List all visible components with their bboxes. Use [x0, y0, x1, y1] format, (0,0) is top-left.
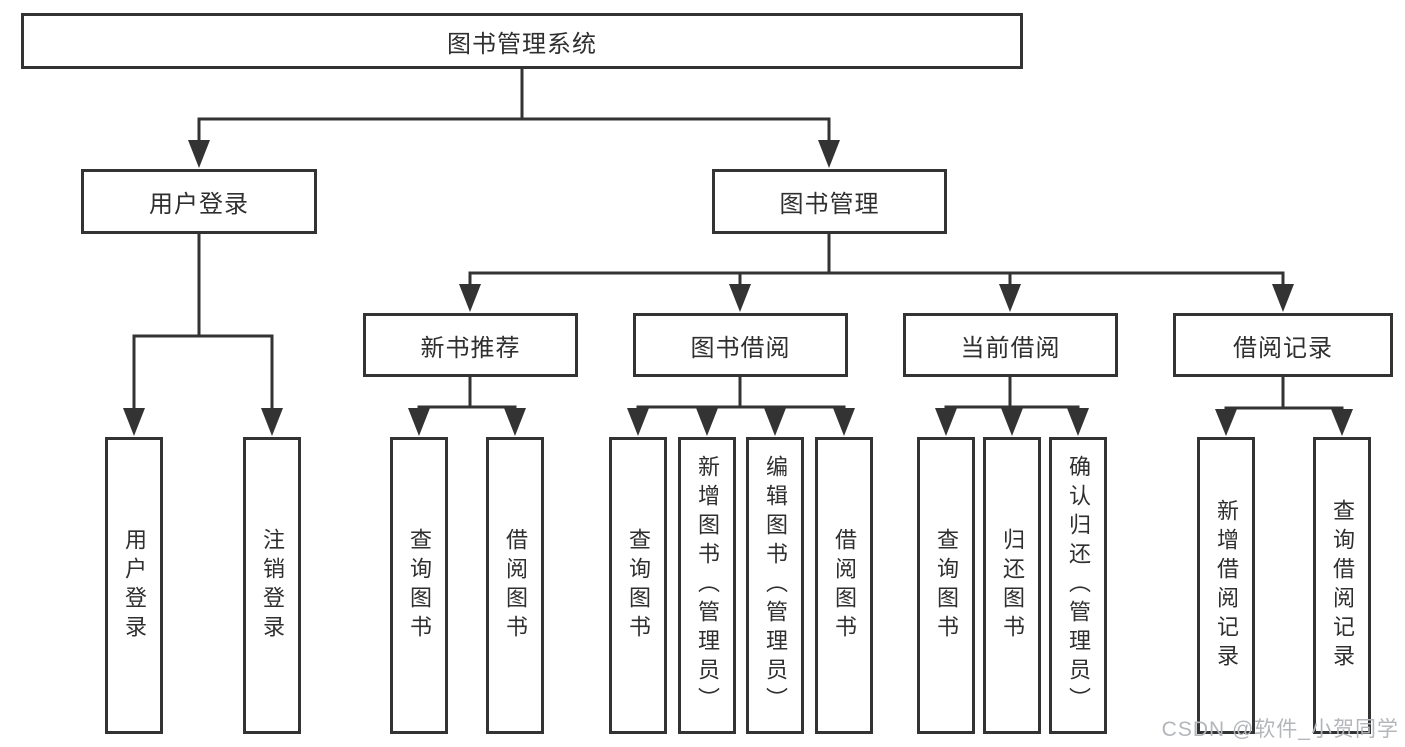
- leaf-query-books-current: 查询图书: [917, 437, 975, 734]
- leaf-label: 查询图书: [934, 527, 959, 644]
- leaf-label: 查询图书: [407, 527, 432, 644]
- leaf-borrow-books: 借阅图书: [815, 437, 873, 734]
- leaf-label: 归还图书: [1000, 527, 1025, 644]
- leaf-label: 注销登录: [260, 527, 285, 644]
- leaf-label: 借阅图书: [832, 527, 857, 644]
- leaf-label: 新增图书（管理员）: [695, 455, 720, 716]
- node-borrow-records: 借阅记录: [1173, 313, 1393, 377]
- node-label: 用户登录: [149, 191, 249, 218]
- leaf-query-books-borrow: 查询图书: [609, 437, 667, 734]
- leaf-borrow-books-recommend: 借阅图书: [486, 437, 544, 734]
- node-label: 当前借阅: [960, 334, 1061, 362]
- node-label: 新书推荐: [420, 334, 521, 362]
- leaf-query-books-recommend: 查询图书: [390, 437, 448, 734]
- leaf-label: 借阅图书: [503, 527, 528, 644]
- leaf-user-login: 用户登录: [105, 437, 163, 734]
- node-label: 图书管理系统: [447, 30, 597, 58]
- node-new-book-recommend: 新书推荐: [363, 313, 578, 377]
- node-current-borrow: 当前借阅: [903, 313, 1118, 377]
- leaf-label: 编辑图书（管理员）: [763, 455, 788, 716]
- leaf-add-book-admin: 新增图书（管理员）: [678, 437, 736, 734]
- leaf-label: 确认归还（管理员）: [1066, 455, 1091, 716]
- node-library-management-system: 图书管理系统: [21, 13, 1023, 69]
- leaf-confirm-return-admin: 确认归还（管理员）: [1049, 437, 1107, 734]
- leaf-label: 查询图书: [626, 527, 651, 644]
- csdn-watermark: CSDN @软件_小贺同学: [1161, 718, 1399, 741]
- node-book-borrow: 图书借阅: [633, 313, 848, 377]
- node-label: 图书借阅: [690, 334, 791, 362]
- leaf-return-books: 归还图书: [983, 437, 1041, 734]
- node-book-management: 图书管理: [712, 169, 947, 234]
- leaf-label: 新增借阅记录: [1214, 498, 1239, 673]
- leaf-query-borrow-record: 查询借阅记录: [1313, 437, 1371, 734]
- node-user-login: 用户登录: [81, 169, 317, 234]
- leaf-label: 用户登录: [122, 527, 147, 644]
- leaf-edit-book-admin: 编辑图书（管理员）: [746, 437, 804, 734]
- node-label: 借阅记录: [1233, 334, 1333, 362]
- leaf-logout: 注销登录: [243, 437, 301, 734]
- leaf-add-borrow-record: 新增借阅记录: [1197, 437, 1255, 734]
- leaf-label: 查询借阅记录: [1330, 498, 1355, 673]
- node-label: 图书管理: [779, 191, 880, 218]
